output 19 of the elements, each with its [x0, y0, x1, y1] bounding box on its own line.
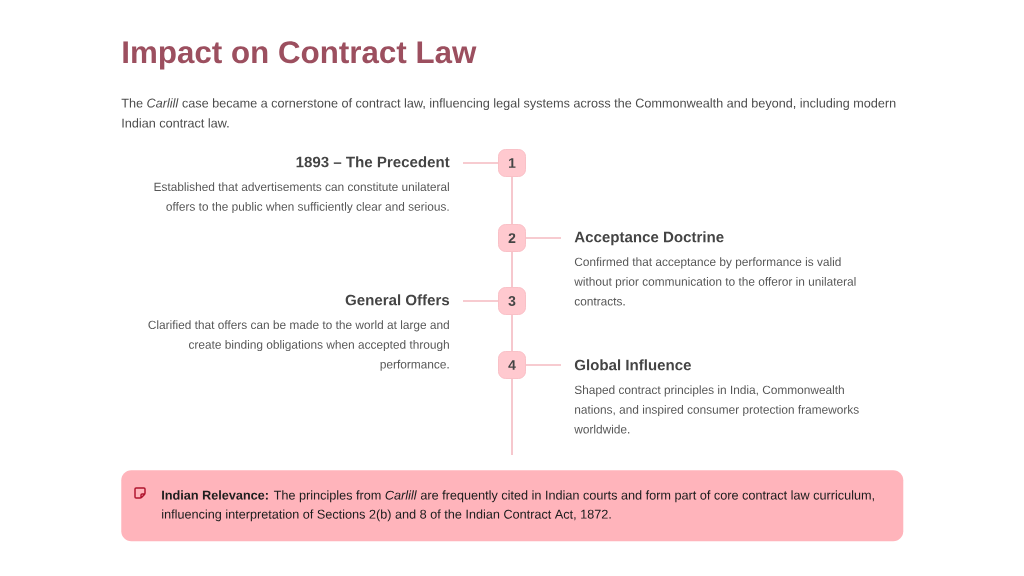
- connector-line: [462, 300, 499, 302]
- intro-text: The Carlill case became a cornerstone of contract law, influencing legal systems across the Commonwealth and beyond, including modern Indian contract law.: [121, 98, 896, 128]
- connector-line: [462, 162, 499, 164]
- callout-box: Indian Relevance: The principles from Carlill are frequently cited in Indian courts and form part of core contract law curriculum, influencing interpretation of Sections 2(b) and 8 of the Indian Contract Act, 1872.: [121, 470, 904, 542]
- title: Impact on Contract Law: [123, 41, 477, 70]
- connector-line: [511, 176, 513, 225]
- connector-line: [525, 237, 562, 239]
- connector-line: [511, 314, 513, 352]
- connector-line: [511, 251, 513, 288]
- entry-text: Confirmed that acceptance by performance is valid without prior communication to the offeror in unilateral contracts.: [574, 257, 856, 306]
- connector-line: [511, 378, 513, 456]
- entry-text: Clarified that offers can be made to the world at large and create binding obligations when accepted through performance.: [148, 320, 449, 371]
- entry-heading: Acceptance Doctrine: [574, 231, 724, 246]
- connector-line: [525, 364, 562, 366]
- entry-heading: General Offers: [345, 294, 450, 306]
- entry-text: Shaped contract principles in India, Commonwealth nations, and inspired consumer protection frameworks worldwide.: [574, 385, 859, 434]
- entry-heading: Global Influence: [574, 359, 691, 371]
- entry-text: Established that advertisements can constitute unilateral offers to the public when sufficiently clear and serious.: [154, 182, 449, 214]
- entry-heading: 1893 – The Precedent: [296, 156, 450, 168]
